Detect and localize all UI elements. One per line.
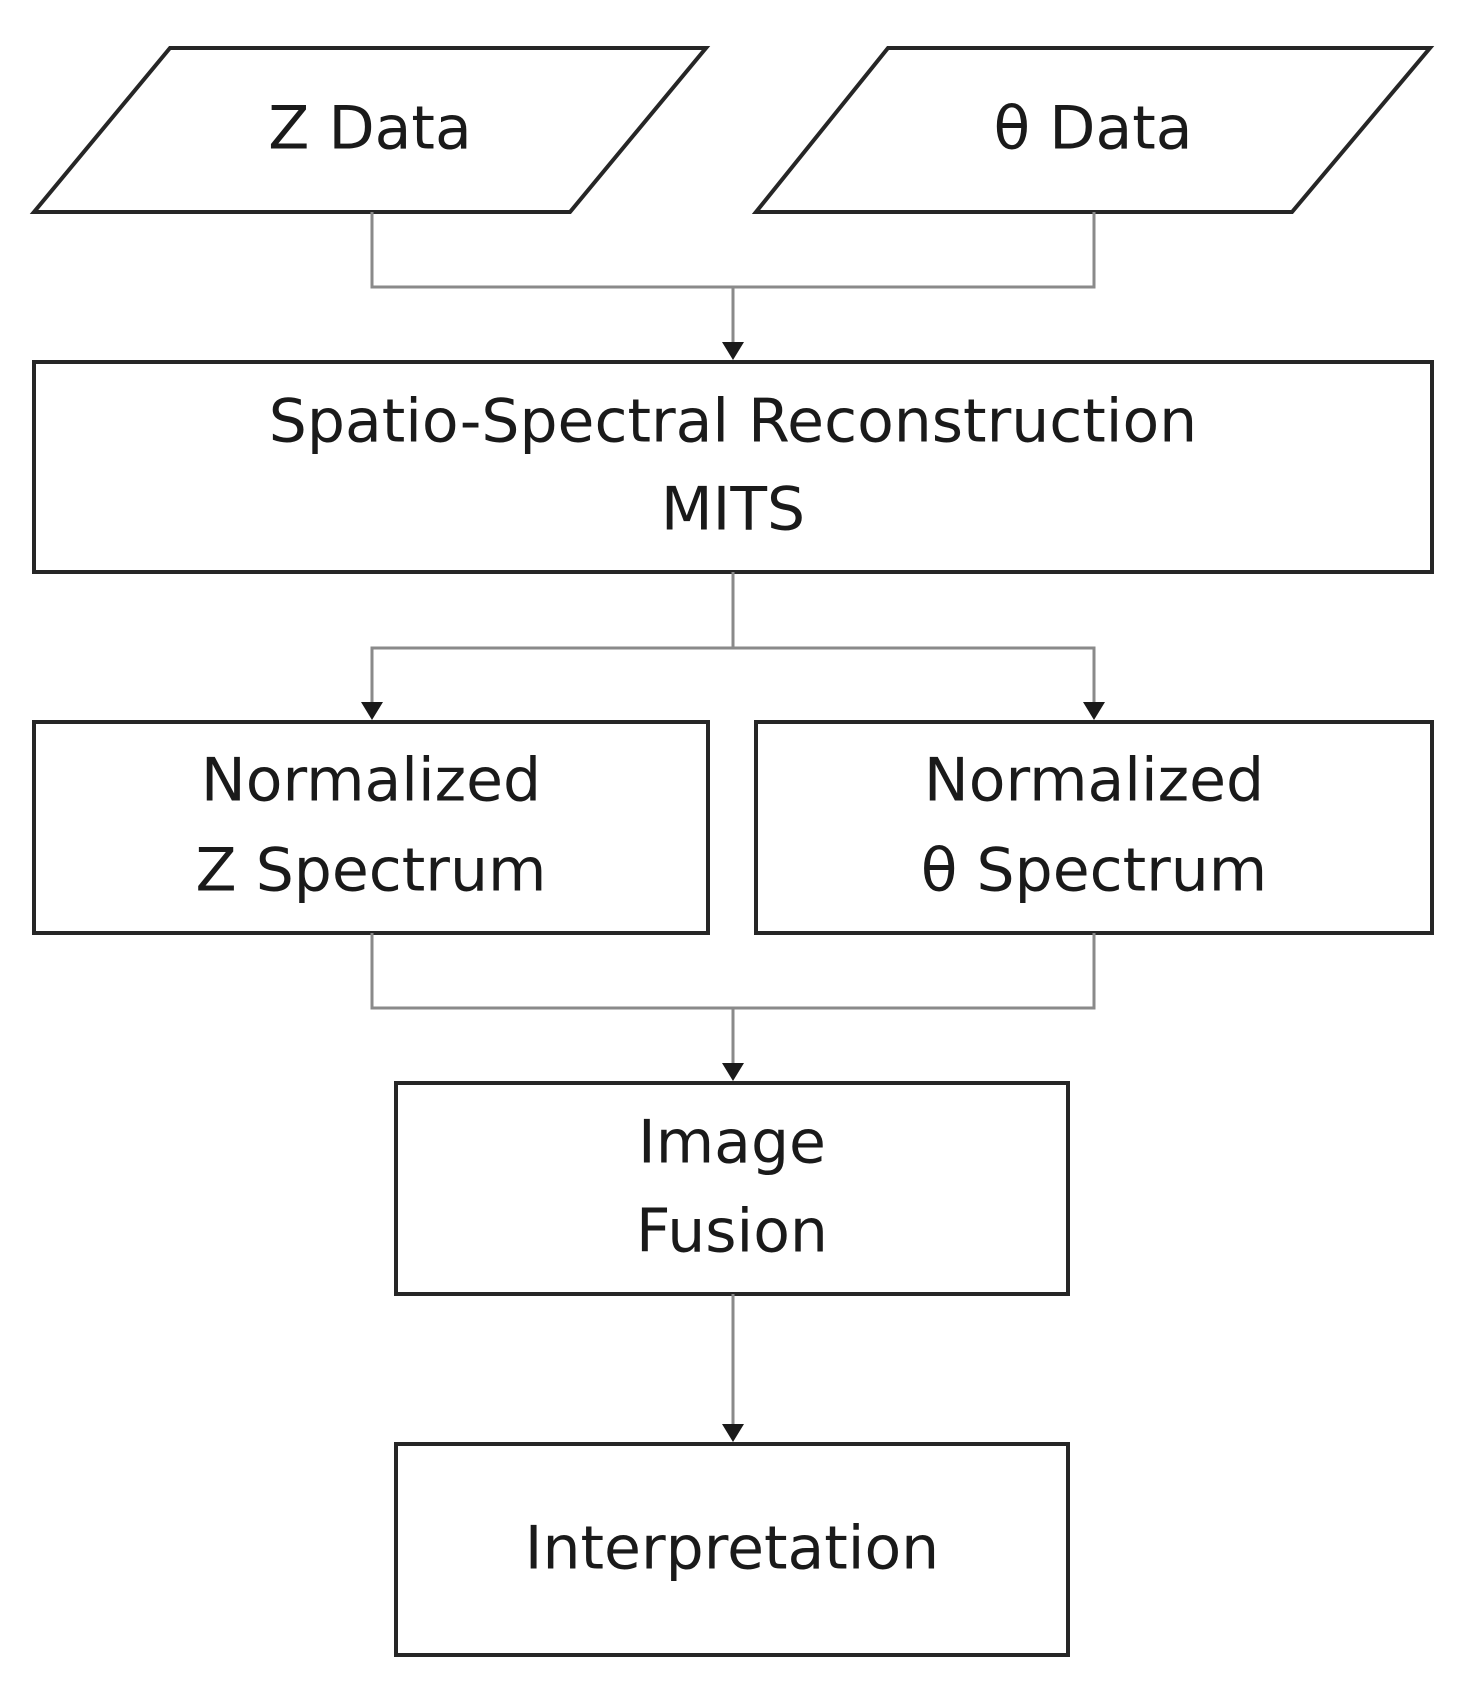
norm-theta-label-line2: θ Spectrum bbox=[921, 836, 1268, 906]
reconstruction-label-line2: MITS bbox=[661, 475, 805, 545]
z-data-label: Z Data bbox=[268, 94, 471, 164]
reconstruction-label-line1: Spatio-Spectral Reconstruction bbox=[269, 387, 1197, 457]
fusion-label-line1: Image bbox=[638, 1108, 826, 1178]
norm-z-label-line1: Normalized bbox=[201, 746, 541, 816]
connector-split-to-norm-theta bbox=[733, 646, 1096, 704]
connector-z-data-to-reconstruction bbox=[370, 212, 733, 289]
arrowhead-norm-theta bbox=[1083, 702, 1105, 720]
norm-theta-label-line1: Normalized bbox=[924, 746, 1264, 816]
connector-split-to-norm-z bbox=[370, 646, 733, 704]
fusion-node bbox=[394, 1081, 1070, 1296]
z-data-node bbox=[29, 46, 711, 214]
arrowhead-interpretation bbox=[722, 1424, 744, 1442]
connector-norm-z-to-fusion bbox=[370, 933, 733, 1010]
norm-z-label-line2: Z Spectrum bbox=[196, 836, 547, 906]
connector-norm-theta-to-fusion bbox=[733, 933, 1096, 1010]
norm-z-node bbox=[32, 720, 710, 935]
reconstruction-node bbox=[32, 360, 1434, 574]
fusion-label-line2: Fusion bbox=[636, 1197, 828, 1267]
theta-data-node bbox=[751, 46, 1435, 214]
interpretation-label: Interpretation bbox=[525, 1514, 939, 1584]
arrowhead-fusion bbox=[722, 1063, 744, 1081]
connector-theta-data-to-reconstruction bbox=[733, 212, 1096, 289]
interpretation-node bbox=[394, 1442, 1070, 1657]
theta-data-label: θ Data bbox=[993, 94, 1192, 164]
arrowhead-norm-z bbox=[361, 702, 383, 720]
arrowhead-reconstruction bbox=[722, 342, 744, 360]
